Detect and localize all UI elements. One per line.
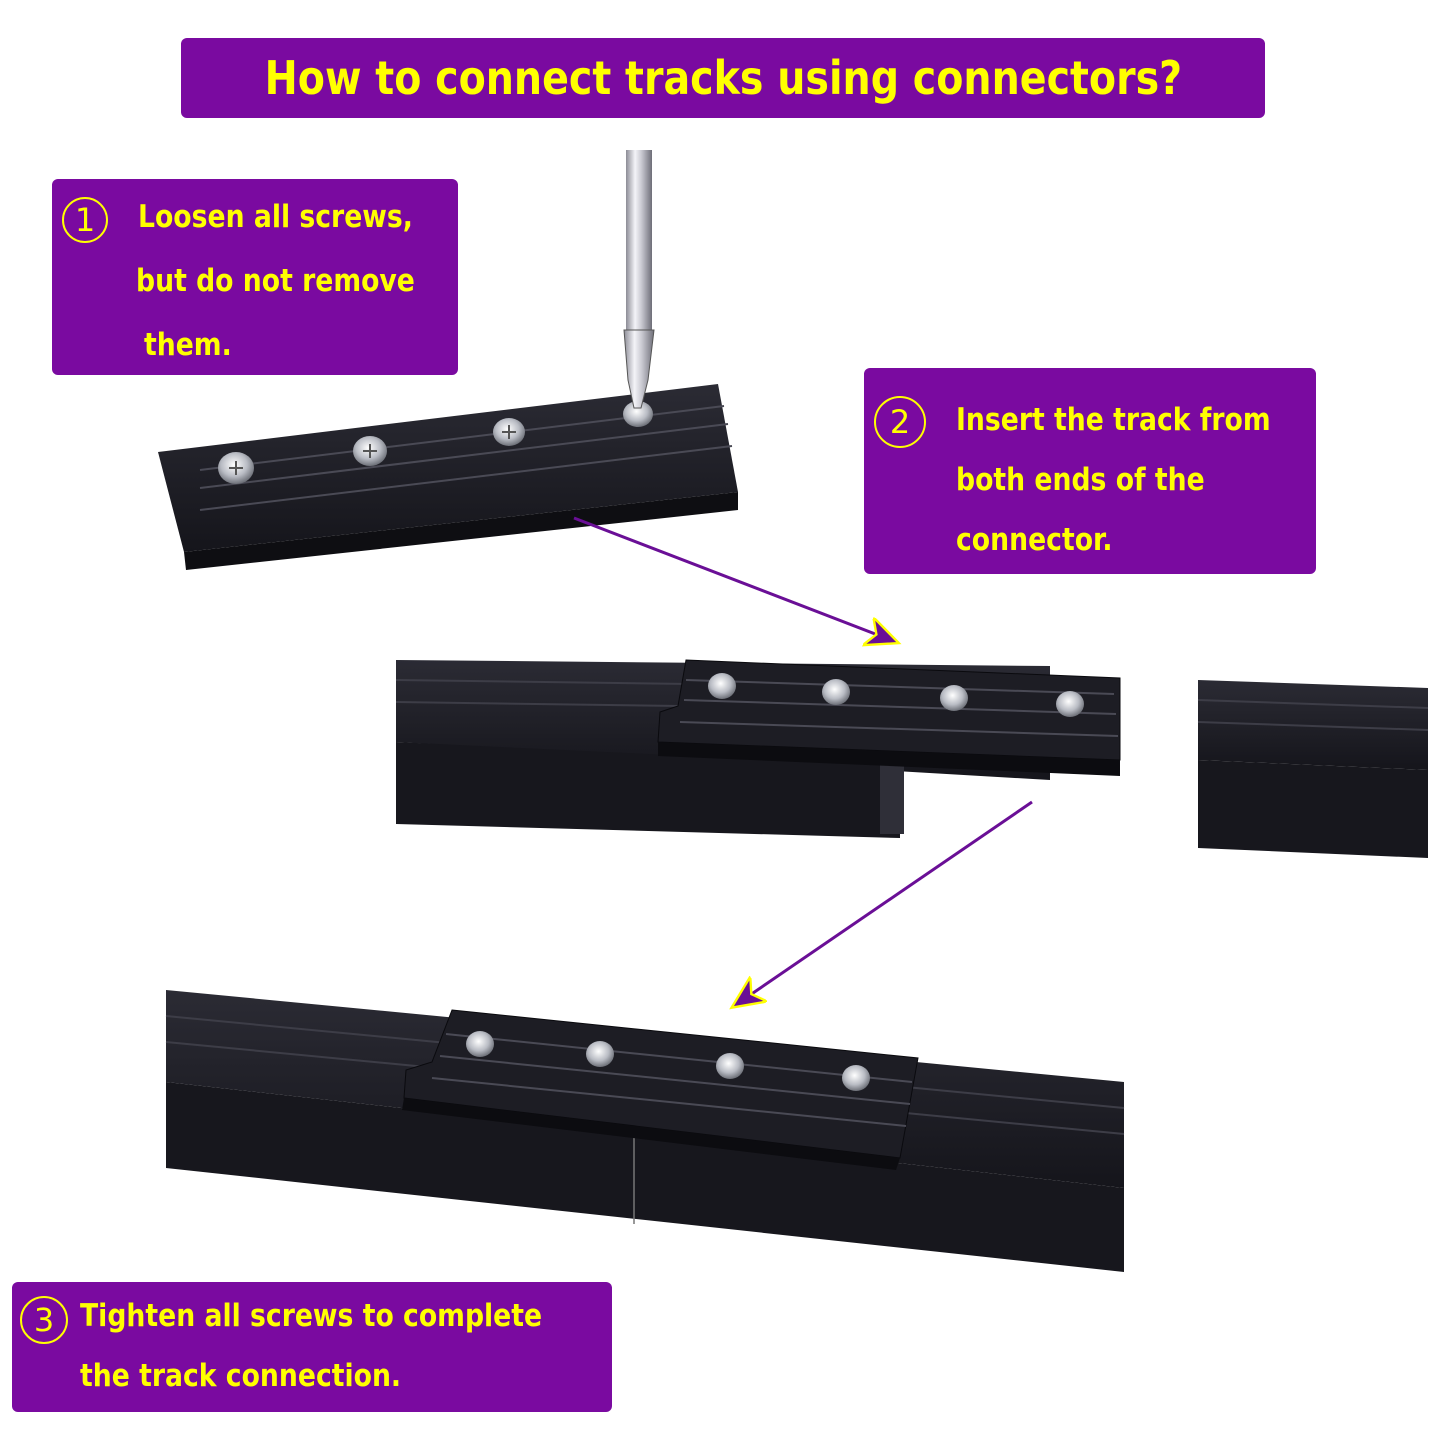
tightened-connector (402, 1009, 919, 1170)
screw-icon (353, 436, 387, 466)
screwdriver-icon (623, 150, 655, 409)
screw-icon (940, 685, 968, 711)
arrow-icon (573, 516, 896, 642)
screw-icon (1056, 691, 1084, 717)
screw-icon (822, 679, 850, 705)
screw-icon (623, 401, 653, 427)
step-number-2: 2 (874, 396, 926, 448)
screw-icon (466, 1031, 494, 1057)
step-2-line-2: both ends of the (956, 462, 1205, 498)
step-1-line-1: Loosen all screws, (138, 199, 413, 235)
step-3-panel: 3 Tighten all screws to complete the tra… (12, 1282, 612, 1412)
right-track (1197, 680, 1429, 858)
screw-icon (842, 1065, 870, 1091)
screw-icon (493, 418, 525, 446)
step-1-panel: 1 Loosen all screws, but do not remove t… (52, 179, 458, 375)
step-1-line-3: them. (144, 327, 232, 363)
loose-connector (158, 384, 738, 570)
step-3-line-1: Tighten all screws to complete (80, 1298, 543, 1334)
screw-icon (716, 1053, 744, 1079)
page-title: How to connect tracks using connectors? (264, 51, 1182, 105)
step-2-panel: 2 Insert the track from both ends of the… (864, 368, 1316, 574)
arrow-icon (734, 800, 1033, 1006)
step-number-1: 1 (62, 197, 108, 243)
step-number-3: 3 (20, 1296, 68, 1344)
screw-icon (708, 673, 736, 699)
screw-icon (586, 1041, 614, 1067)
step-3-line-2: the track connection. (80, 1358, 402, 1394)
title-banner: How to connect tracks using connectors? (181, 38, 1265, 118)
step-1-line-2: but do not remove (136, 263, 415, 299)
screw-icon (218, 452, 254, 484)
step-2-line-1: Insert the track from (956, 402, 1271, 438)
step-2-line-3: connector. (956, 522, 1113, 558)
inserted-connector (657, 659, 1121, 776)
